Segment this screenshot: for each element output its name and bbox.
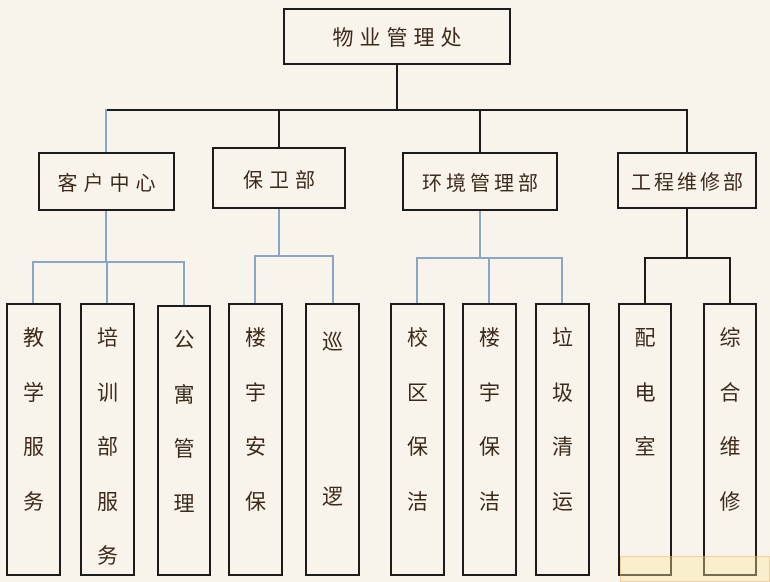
node-training-dept-service: 培训部服务	[80, 303, 135, 576]
scan-artifact	[620, 556, 770, 582]
node-security-dept: 保卫部	[212, 147, 346, 209]
node-label: 公寓管理	[173, 328, 195, 516]
connector-line	[254, 255, 256, 303]
node-property-management-office: 物业管理处	[283, 8, 511, 65]
connector-line	[686, 109, 688, 152]
connector-line	[479, 211, 481, 258]
node-building-security: 楼宇安保	[228, 303, 283, 576]
node-label: 垃圾清运	[552, 326, 573, 514]
node-label: 保卫部	[243, 169, 321, 192]
node-label: 配电室	[634, 326, 656, 460]
connector-line	[644, 257, 731, 259]
connector-line	[105, 211, 107, 262]
connector-line	[561, 257, 563, 303]
connector-line	[183, 261, 185, 305]
node-label: 楼宇保洁	[479, 326, 500, 514]
node-label: 环境管理部	[422, 173, 542, 195]
node-engineering-maintenance-dept: 工程维修部	[617, 152, 757, 209]
node-label: 工程维修部	[631, 172, 746, 194]
node-customer-center: 客户中心	[38, 152, 175, 211]
connector-line	[686, 209, 688, 258]
connector-line	[479, 109, 481, 152]
connector-line	[105, 109, 107, 153]
connector-line	[278, 109, 280, 147]
node-label: 校区保洁	[407, 326, 428, 514]
node-label: 综合维修	[719, 326, 741, 514]
node-power-distribution-room: 配电室	[618, 303, 672, 576]
node-patrol: 巡逻	[305, 303, 360, 576]
connector-line	[106, 261, 108, 303]
connector-line	[278, 209, 280, 256]
connector-line	[488, 257, 490, 303]
node-label: 楼宇安保	[245, 326, 266, 514]
connector-line	[32, 261, 34, 303]
node-label: 教学服务	[23, 326, 44, 514]
node-label: 巡逻	[322, 330, 343, 510]
connector-line	[254, 255, 334, 257]
node-garbage-removal: 垃圾清运	[535, 303, 590, 576]
connector-line	[396, 65, 398, 110]
node-campus-cleaning: 校区保洁	[390, 303, 445, 576]
connector-line	[32, 261, 185, 263]
node-apartment-management: 公寓管理	[157, 305, 211, 576]
node-label: 客户中心	[57, 173, 162, 195]
connector-line	[729, 257, 731, 303]
node-general-maintenance: 综合维修	[703, 303, 757, 576]
connector-line	[332, 255, 334, 303]
node-teaching-service: 教学服务	[6, 303, 61, 576]
node-label: 培训部服务	[97, 326, 118, 569]
connector-line	[644, 257, 646, 303]
node-building-cleaning: 楼宇保洁	[462, 303, 517, 576]
connector-line	[416, 257, 418, 303]
node-label: 物业管理处	[332, 25, 468, 50]
connector-line	[105, 109, 688, 111]
node-environment-management-dept: 环境管理部	[402, 152, 558, 211]
